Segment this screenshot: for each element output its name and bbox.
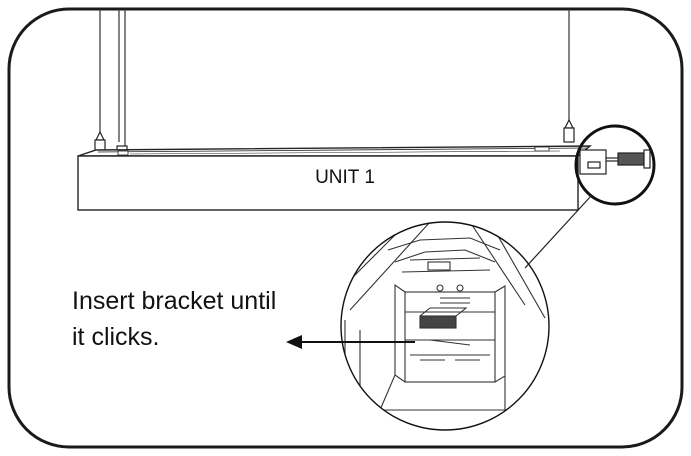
instruction-text: Insert bracket until it clicks. (72, 283, 276, 355)
light-fixture-unit (77, 145, 592, 211)
insert-direction-arrow (286, 335, 415, 349)
unit-label: UNIT 1 (315, 167, 375, 188)
instruction-line-2: it clicks. (72, 323, 160, 351)
instruction-line-1: Insert bracket until (72, 287, 277, 315)
diagram-frame (7, 7, 684, 449)
connector-bracket (579, 149, 651, 175)
callout-leader-line (524, 195, 592, 269)
suspension-cables (99, 9, 570, 146)
detail-callout-magnified (340, 221, 550, 431)
detail-callout-small (574, 124, 656, 206)
